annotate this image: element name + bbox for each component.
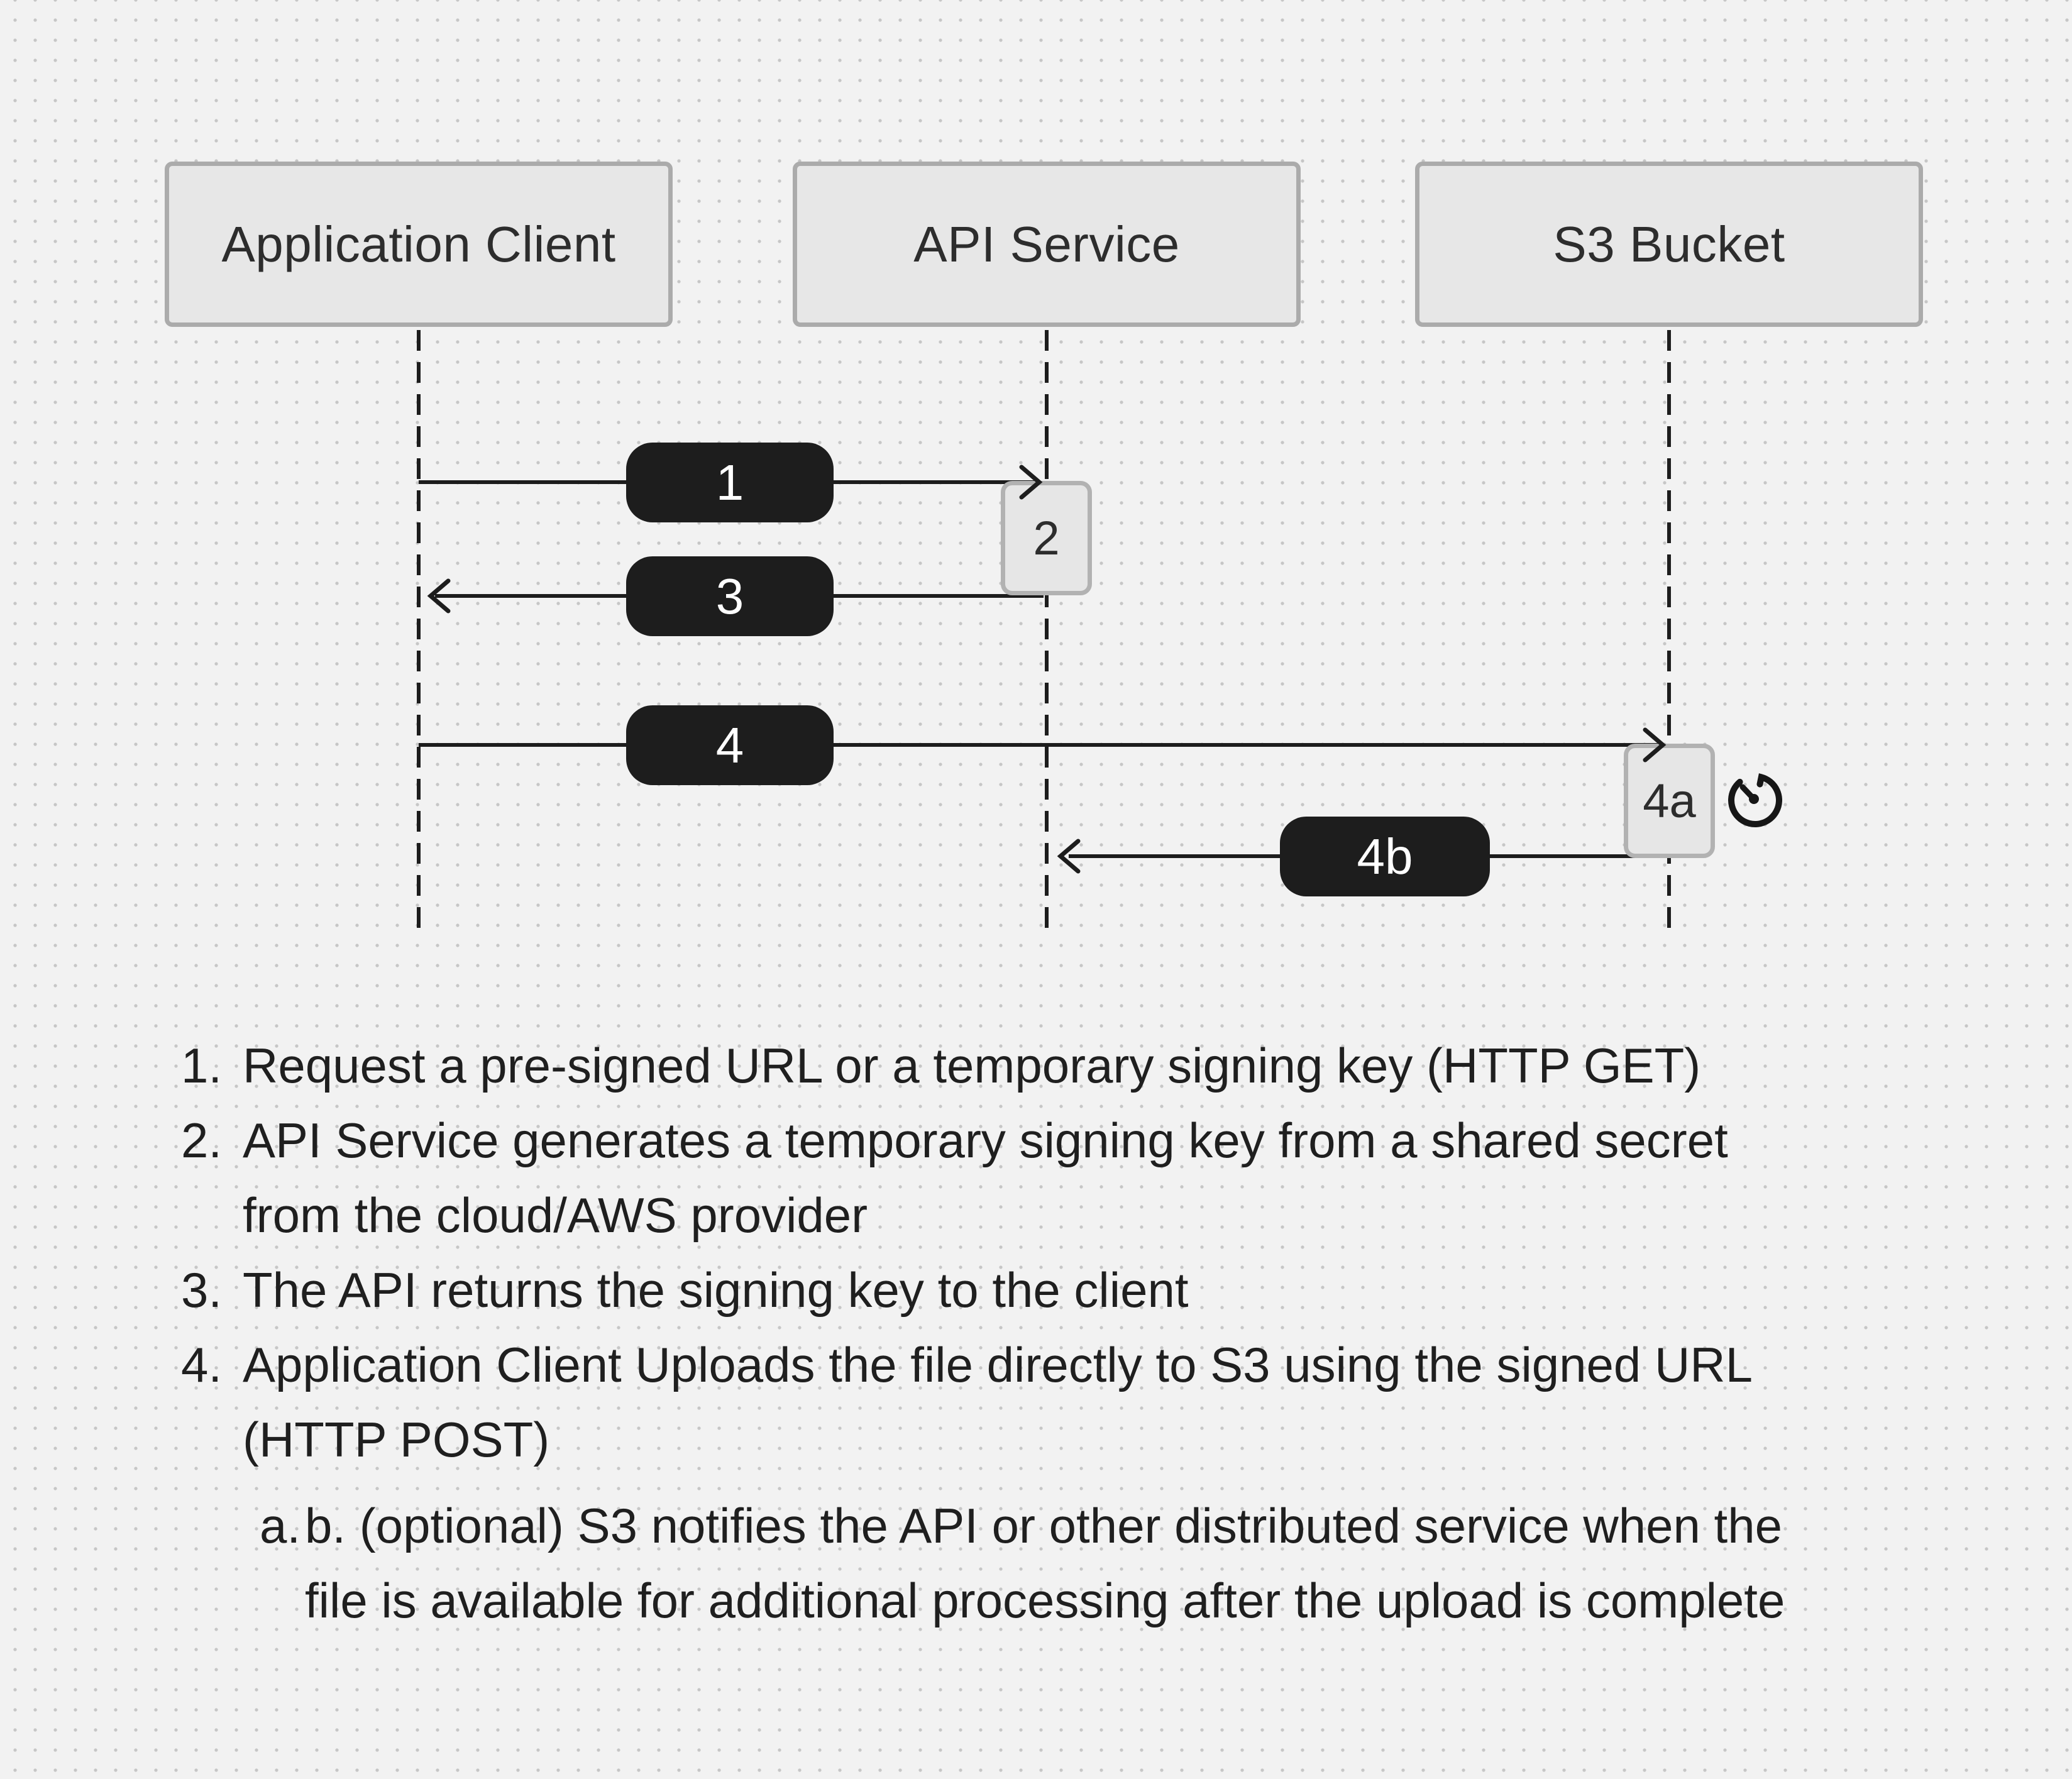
list-item: 1. Request a pre-signed URL or a tempora… bbox=[181, 1028, 1916, 1103]
list-item: 3. The API returns the signing key to th… bbox=[181, 1253, 1916, 1328]
activation-box-4a: 4a bbox=[1624, 744, 1715, 858]
message-line-4 bbox=[419, 743, 1658, 747]
list-item: 4. Application Client Uploads the file d… bbox=[181, 1328, 1916, 1477]
lifeline-api-service bbox=[1045, 330, 1049, 937]
step-text: (HTTP POST) bbox=[243, 1412, 550, 1467]
steps-list: 1. Request a pre-signed URL or a tempora… bbox=[181, 1028, 1916, 1638]
activation-label: 2 bbox=[1033, 511, 1060, 565]
substeps-list: a. b. (optional) S3 notifies the API or … bbox=[181, 1489, 1916, 1638]
step-marker: 1. bbox=[181, 1038, 223, 1093]
message-pill-1: 1 bbox=[626, 443, 834, 522]
arrowhead-right-icon bbox=[1019, 465, 1043, 500]
step-text: Request a pre-signed URL or a temporary … bbox=[243, 1038, 1701, 1093]
lifeline-application-client bbox=[417, 330, 421, 937]
message-pill-4b: 4b bbox=[1280, 817, 1490, 896]
step-text: from the cloud/AWS provider bbox=[243, 1187, 868, 1243]
step-text: Application Client Uploads the file dire… bbox=[243, 1337, 1753, 1392]
list-item: 2. API Service generates a temporary sig… bbox=[181, 1103, 1916, 1253]
list-subitem: a. b. (optional) S3 notifies the API or … bbox=[260, 1489, 1916, 1638]
pill-label: 4b bbox=[1357, 828, 1413, 884]
actor-s3-bucket: S3 Bucket bbox=[1415, 162, 1923, 327]
pill-label: 4 bbox=[715, 717, 744, 773]
actor-application-client: Application Client bbox=[165, 162, 673, 327]
substep-text: file is available for additional process… bbox=[305, 1573, 1785, 1628]
activation-label: 4a bbox=[1643, 774, 1696, 828]
substep-marker: a. bbox=[260, 1498, 301, 1553]
message-pill-3: 3 bbox=[626, 556, 834, 636]
actor-label: S3 Bucket bbox=[1553, 216, 1785, 272]
pill-label: 1 bbox=[715, 454, 744, 510]
step-marker: 4. bbox=[181, 1337, 223, 1392]
step-text: The API returns the signing key to the c… bbox=[243, 1262, 1189, 1318]
arrowhead-left-icon bbox=[427, 578, 451, 614]
activation-box-2: 2 bbox=[1001, 481, 1092, 595]
arrowhead-left-icon bbox=[1057, 839, 1081, 874]
step-text: API Service generates a temporary signin… bbox=[243, 1113, 1728, 1168]
step-marker: 3. bbox=[181, 1262, 223, 1318]
substep-text: b. (optional) S3 notifies the API or oth… bbox=[305, 1498, 1782, 1553]
actor-api-service: API Service bbox=[793, 162, 1301, 327]
actor-label: API Service bbox=[913, 216, 1180, 272]
step-marker: 2. bbox=[181, 1113, 223, 1168]
timer-clock-icon bbox=[1728, 773, 1783, 827]
lifeline-s3-bucket bbox=[1667, 330, 1671, 937]
arrowhead-right-icon bbox=[1643, 727, 1667, 763]
pill-label: 3 bbox=[715, 568, 744, 624]
actor-label: Application Client bbox=[221, 216, 616, 272]
message-pill-4: 4 bbox=[626, 705, 834, 785]
